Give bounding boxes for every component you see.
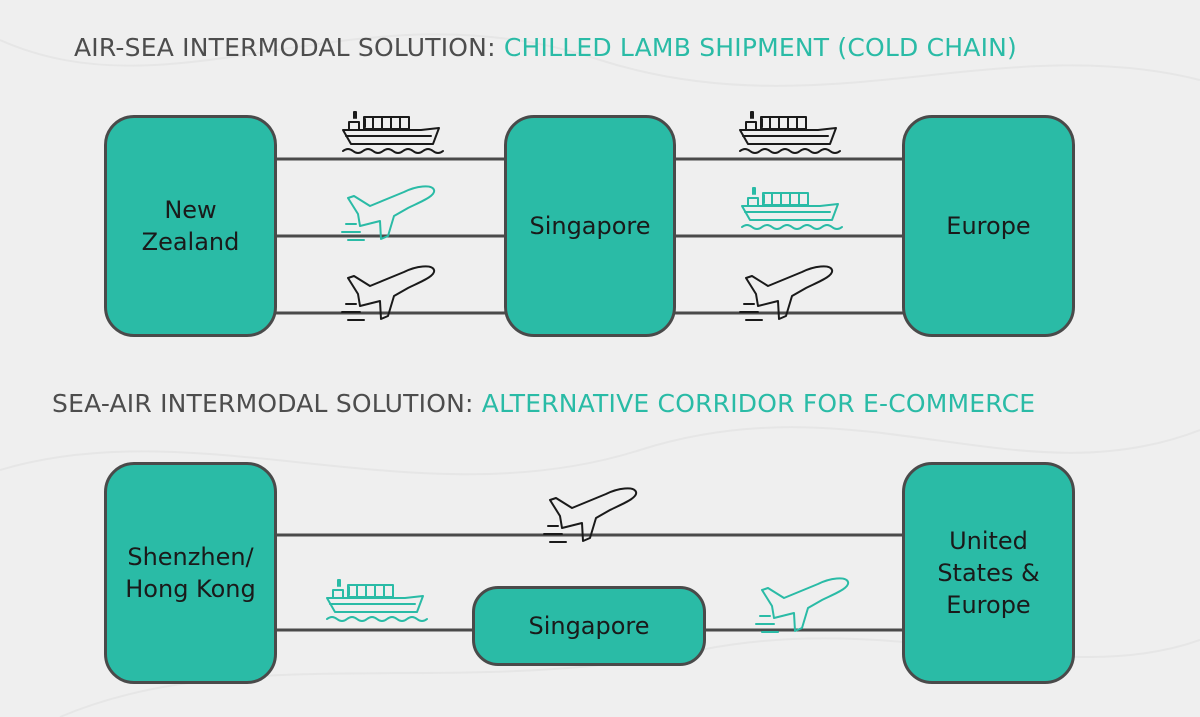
node-singapore-transit: Singapore [472,586,706,666]
node-united-states-europe: United States & Europe [902,462,1075,684]
section2-heading: SEA-AIR INTERMODAL SOLUTION: ALTERNATIVE… [52,389,1035,418]
section1-connectors [270,157,910,315]
node-label-line: Europe [946,212,1031,240]
node-new-zealand: New Zealand [104,115,277,337]
cargo-ship-icon [342,111,444,154]
cargo-ship-icon [741,187,843,230]
cargo-ship-icon [326,579,428,622]
node-label-line: States & [937,559,1040,587]
node-label-line: Zealand [141,228,240,256]
node-singapore-hub: Singapore [504,115,676,337]
node-label-line: Europe [946,591,1031,619]
section2-heading-prefix: SEA-AIR INTERMODAL SOLUTION: [52,389,482,418]
node-label-line: Singapore [528,612,650,640]
section1-heading-accent: CHILLED LAMB SHIPMENT (COLD CHAIN) [503,33,1017,62]
node-europe: Europe [902,115,1075,337]
section2-heading-accent: ALTERNATIVE CORRIDOR FOR E-COMMERCE [481,389,1036,418]
node-label-line: New [164,196,217,224]
node-label-line: Singapore [529,212,651,240]
section1-heading-prefix: AIR-SEA INTERMODAL SOLUTION: [74,33,504,62]
node-shenzhen-hong-kong: Shenzhen/ Hong Kong [104,462,277,684]
airplane-takeoff-icon [755,577,850,633]
node-label-line: United [949,527,1028,555]
airplane-takeoff-icon [341,185,436,241]
node-label-line: Shenzhen/ [127,543,254,571]
node-label-line: Hong Kong [125,575,256,603]
cargo-ship-icon [739,111,841,154]
section1-heading: AIR-SEA INTERMODAL SOLUTION: CHILLED LAM… [74,33,1017,62]
